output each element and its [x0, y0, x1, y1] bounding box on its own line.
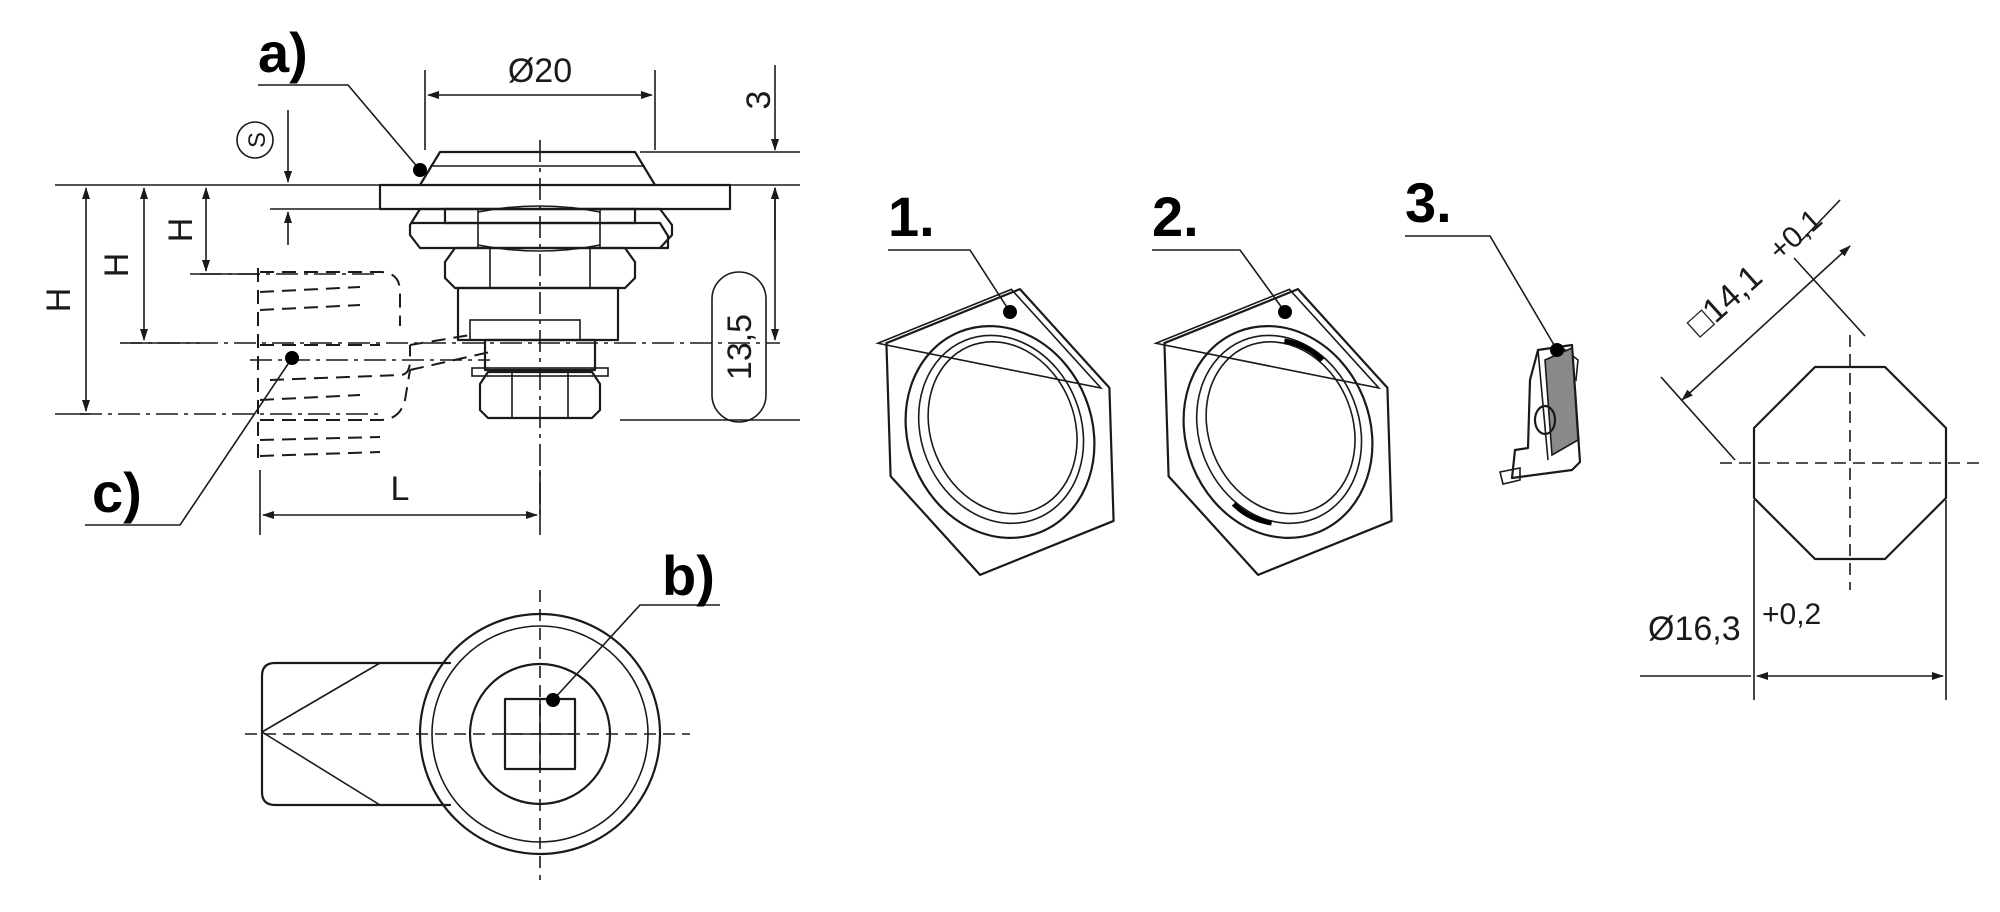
cutout-outline — [1752, 365, 1948, 561]
dim-h-outer-label: H — [40, 288, 78, 313]
dim-3-label: 3 — [740, 91, 778, 110]
label-c: c) — [92, 461, 142, 524]
cam-outline — [260, 661, 452, 807]
panel-cutout: □14,1 +0,1 Ø16,3 +0,2 — [1640, 199, 1980, 700]
dim-diameter-cutout-label: Ø16,3 — [1648, 610, 1741, 648]
label-a: a) — [258, 21, 308, 84]
dim-diameter-top-label: Ø20 — [508, 52, 572, 90]
front-view: b) — [245, 544, 720, 880]
label-part-3: 3. — [1405, 171, 1452, 234]
part-3-clip: 3. — [1405, 171, 1582, 485]
part-2-hex-nut-locking: 2. — [1152, 185, 1393, 576]
s-symbol — [236, 121, 274, 159]
dim-13-5-frame — [711, 271, 767, 423]
dim-s-label: S — [244, 132, 271, 148]
side-view: H H H S Ø20 3 13,5 L a) — [40, 21, 800, 535]
dim-square — [1681, 245, 1851, 401]
label-b: b) — [662, 544, 715, 607]
part-1-hex-nut: 1. — [875, 185, 1115, 576]
dim-diameter-cutout-tol: +0,2 — [1762, 598, 1821, 631]
hex-nut-side — [408, 207, 674, 250]
dim-h-middle-label: H — [98, 253, 136, 278]
dim-h-inner-label: H — [162, 218, 200, 243]
dim-length-label: L — [391, 470, 410, 508]
lock-head — [418, 150, 657, 187]
dim-13-5-label: 13,5 — [721, 314, 759, 380]
label-part-1: 1. — [888, 185, 935, 248]
mounting-panel — [378, 183, 732, 211]
label-part-2: 2. — [1152, 185, 1199, 248]
lock-body — [456, 286, 620, 342]
dim-square-tol: +0,1 — [1763, 203, 1829, 267]
